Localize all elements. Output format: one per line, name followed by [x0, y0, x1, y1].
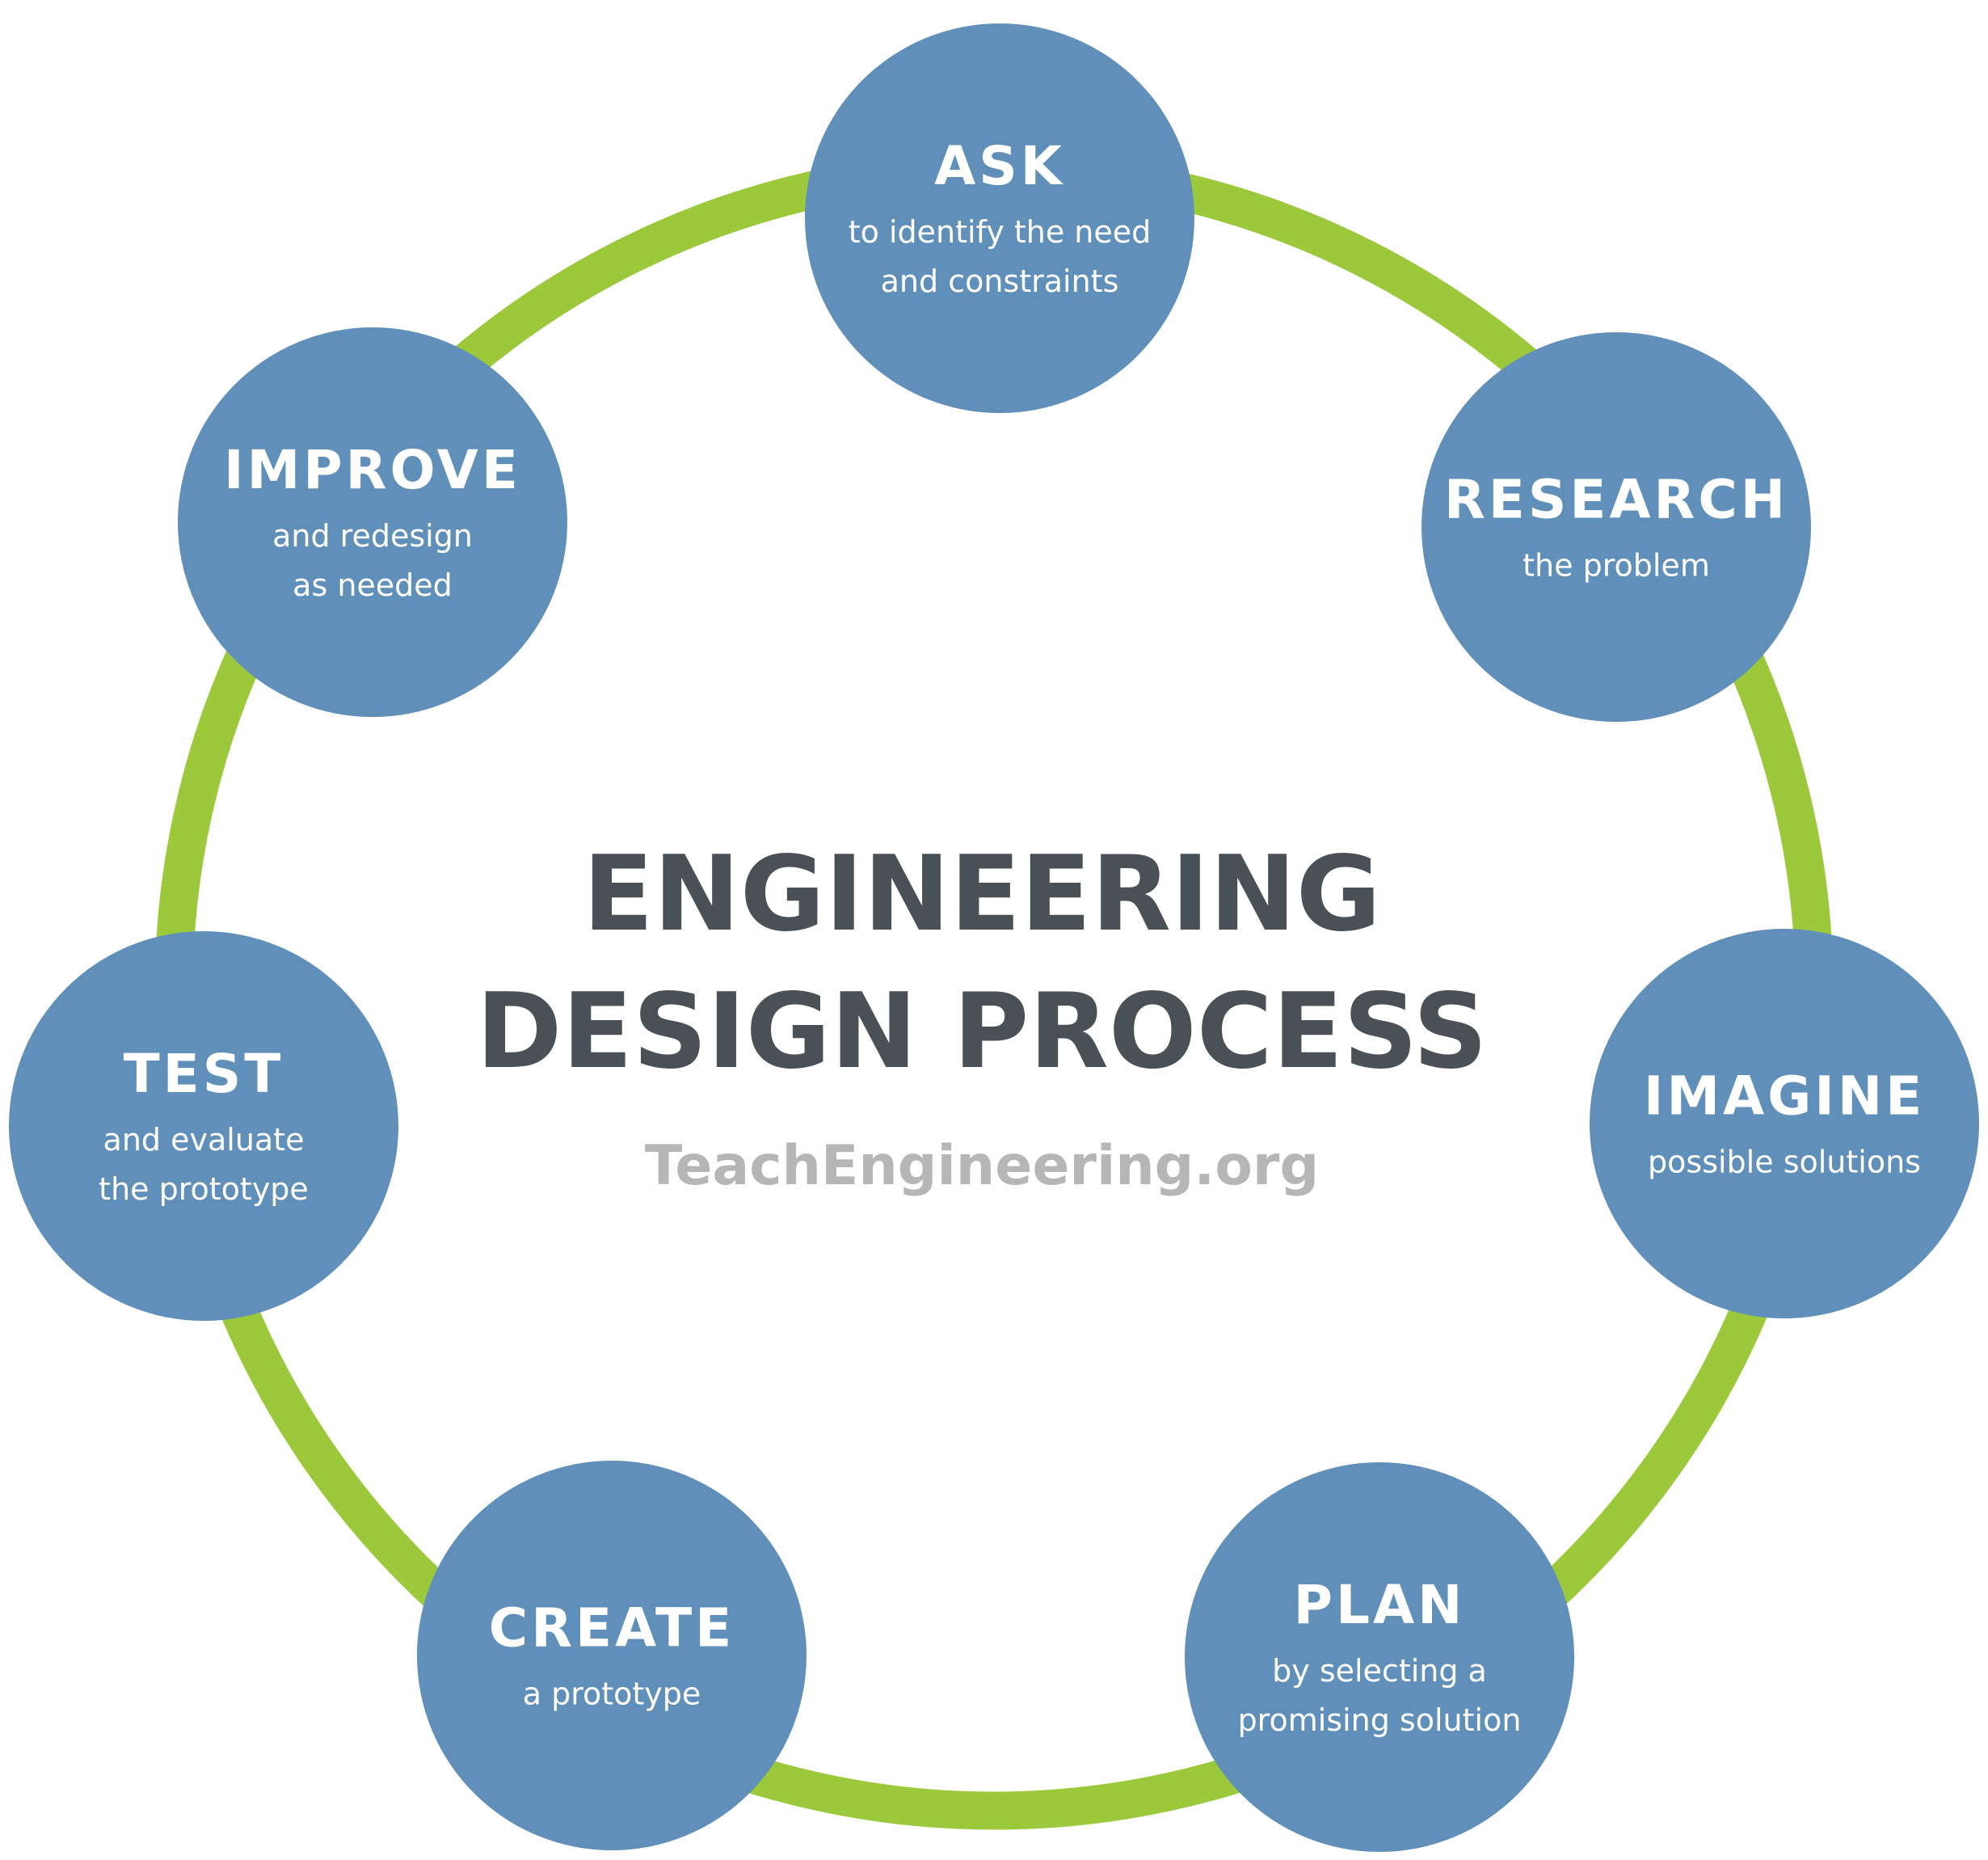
step-improve: IMPROVE and redesign as needed	[178, 327, 567, 717]
diagram-title-line-1: ENGINEERING	[583, 834, 1381, 955]
step-research-description-line: the problem	[1523, 548, 1710, 584]
step-research: RESEARCH the problem	[1422, 332, 1811, 722]
step-test: TEST and evaluate the prototype	[9, 931, 398, 1321]
step-test-description-line: the prototype	[99, 1171, 309, 1207]
step-ask: ASK to identify the need and constraints	[805, 23, 1194, 413]
process-steps: ASK to identify the need and constraintsRE…	[9, 23, 1979, 1852]
step-imagine-circle	[1590, 929, 1979, 1318]
step-create-title: CREATE	[489, 1597, 735, 1660]
step-create: CREATE a prototype	[417, 1461, 807, 1850]
step-improve-title: IMPROVE	[224, 439, 521, 501]
step-ask-description-line: to identify the need	[849, 214, 1152, 250]
step-imagine-title: IMAGINE	[1644, 1065, 1925, 1128]
step-improve-circle	[178, 327, 567, 717]
step-improve-description-line: as needed	[293, 567, 453, 603]
step-create-description-line: a prototype	[523, 1677, 701, 1712]
step-test-circle	[9, 931, 398, 1321]
step-plan-circle	[1185, 1462, 1574, 1852]
step-research-circle	[1422, 332, 1811, 722]
step-plan-description-line: promising solution	[1238, 1702, 1522, 1738]
diagram-title-line-2: DESIGN PROCESS	[476, 972, 1487, 1092]
step-test-title: TEST	[124, 1043, 284, 1105]
step-ask-circle	[805, 23, 1194, 413]
step-research-title: RESEARCH	[1444, 469, 1788, 531]
step-ask-description-line: and constraints	[881, 264, 1119, 299]
step-plan-description-line: by selecting a	[1272, 1653, 1487, 1689]
step-plan-title: PLAN	[1294, 1574, 1466, 1636]
step-ask-title: ASK	[934, 135, 1065, 197]
source-site-label: TeachEngineering.org	[645, 1134, 1319, 1198]
step-imagine-description-line: possible solutions	[1648, 1145, 1921, 1180]
step-imagine: IMAGINE possible solutions	[1590, 929, 1979, 1318]
step-plan: PLAN by selecting a promising solution	[1185, 1462, 1574, 1852]
step-test-description-line: and evaluate	[103, 1122, 305, 1158]
step-create-circle	[417, 1461, 807, 1850]
step-improve-description-line: and redesign	[272, 518, 473, 554]
